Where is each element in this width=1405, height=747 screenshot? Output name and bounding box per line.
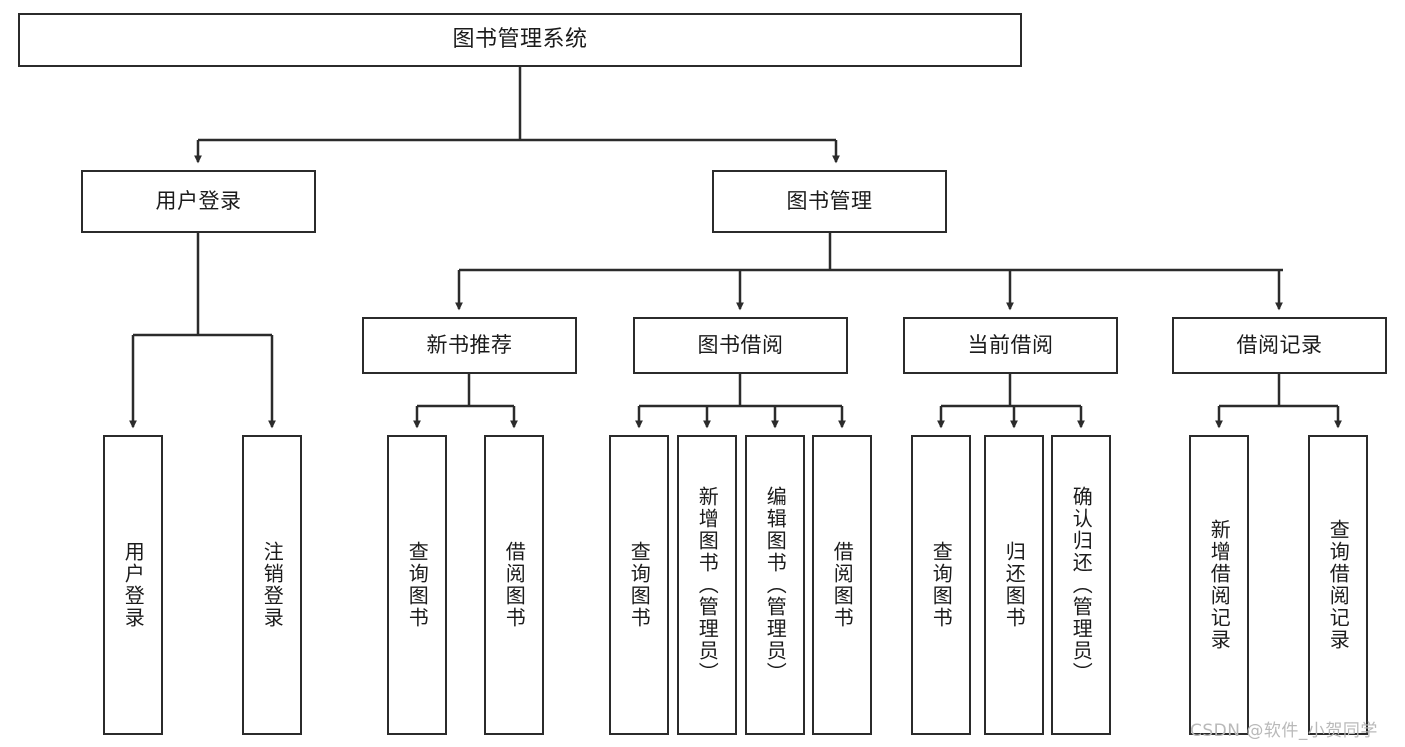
node-leaf-logout-login[interactable]: 注销登录 [242,435,302,735]
node-borrow-record[interactable]: 借阅记录 [1172,317,1387,374]
node-current-borrow[interactable]: 当前借阅 [903,317,1118,374]
node-leaf-add-book[interactable]: 新增图书（管理员） [677,435,737,735]
node-leaf-query-book-2[interactable]: 查询图书 [609,435,669,735]
node-leaf-return-book-label: 归还图书 [1002,541,1027,629]
node-root[interactable]: 图书管理系统 [18,13,1022,67]
node-leaf-edit-book[interactable]: 编辑图书（管理员） [745,435,805,735]
node-leaf-borrow-book-1-label: 借阅图书 [502,541,527,629]
node-leaf-query-book-3-label: 查询图书 [929,541,954,629]
node-new-book-recommend[interactable]: 新书推荐 [362,317,577,374]
node-leaf-add-borrow-record-label: 新增借阅记录 [1207,519,1232,651]
watermark-text: CSDN @软件_小贺同学 [1190,721,1378,741]
node-leaf-query-book-3[interactable]: 查询图书 [911,435,971,735]
node-leaf-add-borrow-record[interactable]: 新增借阅记录 [1189,435,1249,735]
node-book-borrow-label: 图书借阅 [697,333,784,358]
node-book-borrow[interactable]: 图书借阅 [633,317,848,374]
node-leaf-query-book-1-label: 查询图书 [405,541,430,629]
node-leaf-query-borrow-record[interactable]: 查询借阅记录 [1308,435,1368,735]
node-root-label: 图书管理系统 [452,27,588,53]
node-leaf-user-login-label: 用户登录 [121,541,146,629]
node-leaf-user-login[interactable]: 用户登录 [103,435,163,735]
node-current-borrow-label: 当前借阅 [967,333,1054,358]
node-leaf-logout-login-label: 注销登录 [260,541,285,629]
node-leaf-query-book-1[interactable]: 查询图书 [387,435,447,735]
node-leaf-borrow-book-1[interactable]: 借阅图书 [484,435,544,735]
node-leaf-query-borrow-record-label: 查询借阅记录 [1326,519,1351,651]
node-leaf-borrow-book-2[interactable]: 借阅图书 [812,435,872,735]
node-leaf-confirm-return[interactable]: 确认归还（管理员） [1051,435,1111,735]
node-leaf-borrow-book-2-label: 借阅图书 [830,541,855,629]
node-book-manage[interactable]: 图书管理 [712,170,947,233]
node-user-login[interactable]: 用户登录 [81,170,316,233]
node-leaf-edit-book-label: 编辑图书（管理员） [763,486,788,684]
node-book-manage-label: 图书管理 [786,189,873,214]
node-user-login-label: 用户登录 [155,189,242,214]
node-leaf-return-book[interactable]: 归还图书 [984,435,1044,735]
node-leaf-add-book-label: 新增图书（管理员） [695,486,720,684]
node-leaf-confirm-return-label: 确认归还（管理员） [1069,486,1094,684]
node-new-book-recommend-label: 新书推荐 [426,333,513,358]
node-leaf-query-book-2-label: 查询图书 [627,541,652,629]
node-borrow-record-label: 借阅记录 [1236,333,1323,358]
